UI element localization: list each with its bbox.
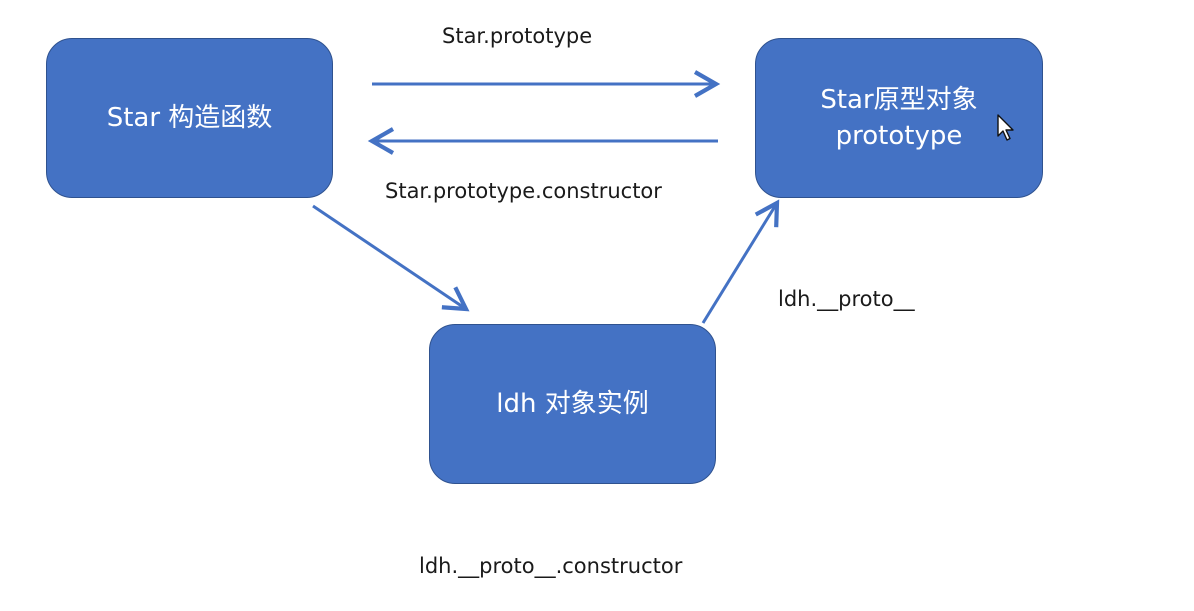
label-ldh-proto-constructor: ldh.__proto__.constructor <box>419 554 683 578</box>
node-sublabel: prototype <box>835 121 963 151</box>
arrow-constructor-to-instance <box>312 204 470 312</box>
edge-label-prototype-constructor: Star.prototype.constructor <box>385 179 662 203</box>
node-ldh-instance: ldh 对象实例 <box>429 324 716 484</box>
node-star-constructor: Star 构造函数 <box>46 38 333 198</box>
node-star-prototype-object: Star原型对象 prototype <box>755 38 1043 198</box>
node-label: Star原型对象 <box>820 85 978 115</box>
node-label: ldh 对象实例 <box>496 389 649 419</box>
edge-label-ldh-proto: ldh.__proto__ <box>778 287 915 311</box>
edge-label-star-prototype: Star.prototype <box>442 24 593 48</box>
arrow-instance-to-prototype <box>701 199 780 324</box>
mouse-pointer-icon <box>997 114 1014 141</box>
node-label: Star 构造函数 <box>106 103 273 133</box>
